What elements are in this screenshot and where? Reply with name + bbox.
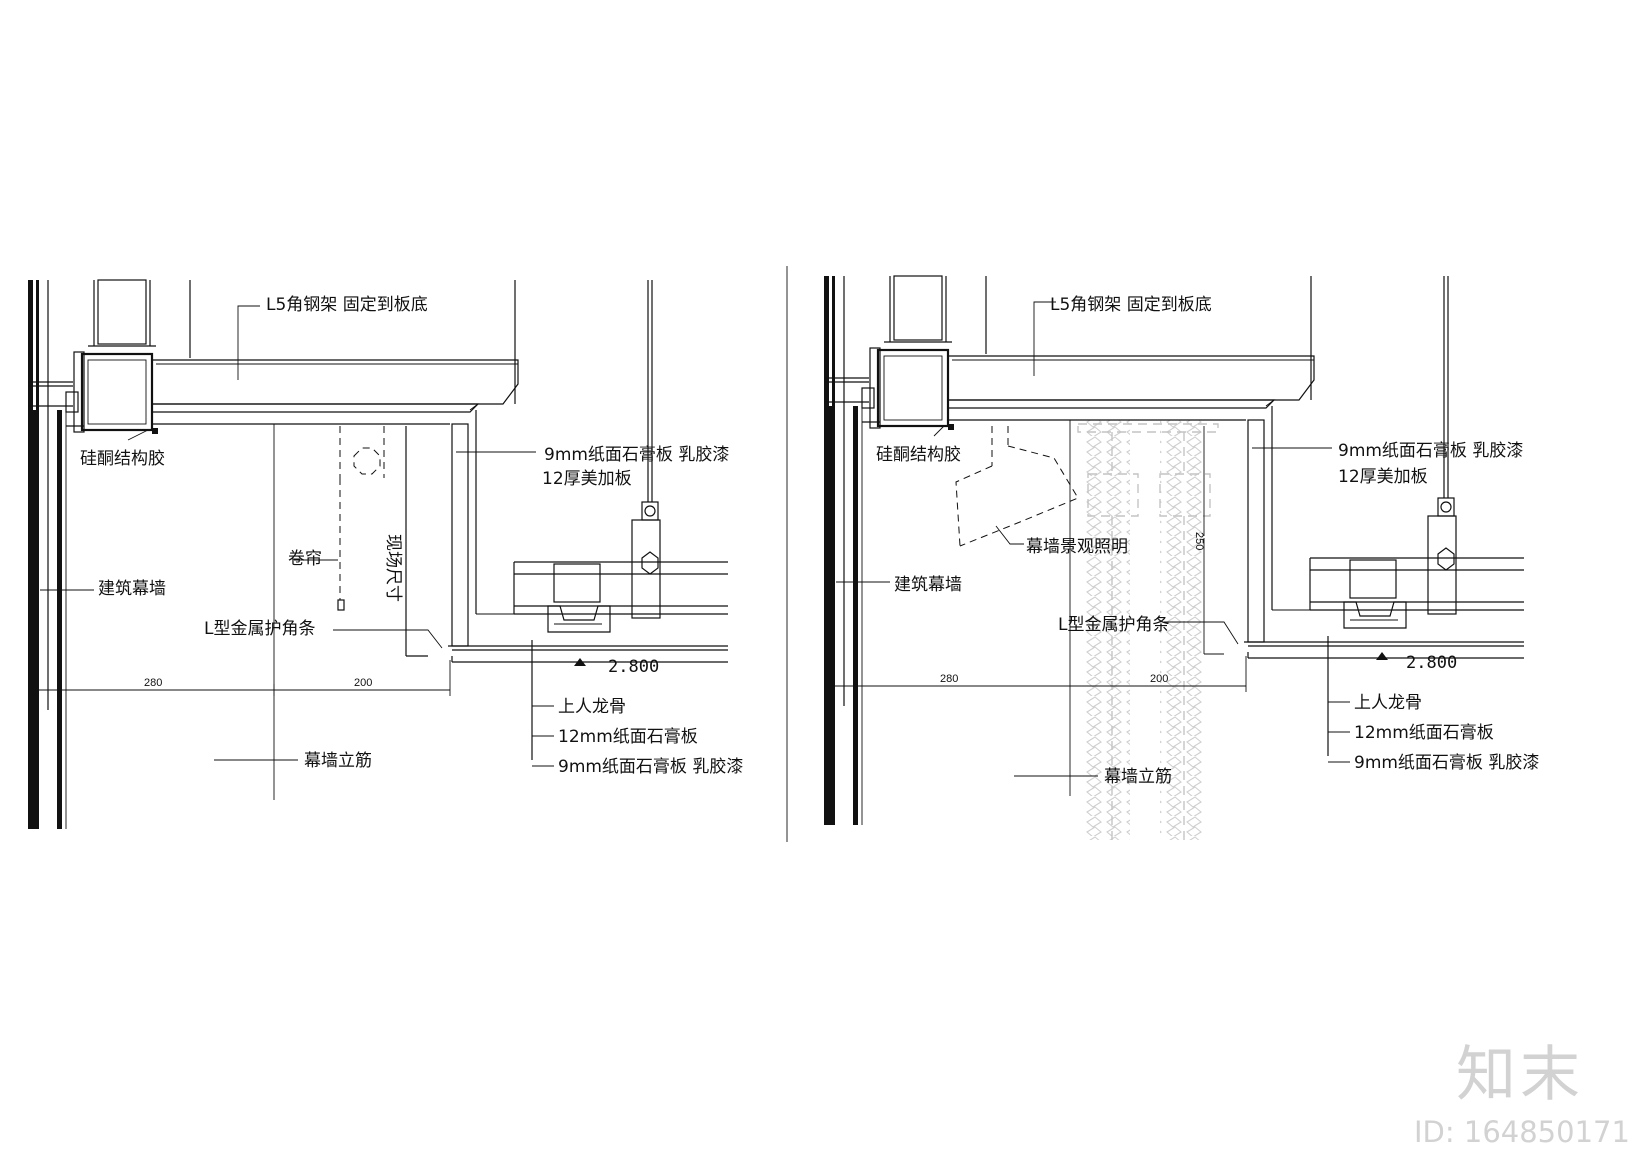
right-detail: L5角钢架 固定到板底 硅酮结构胶 9mm纸面石膏板 乳胶漆 12厚美加板 幕墙… <box>822 274 1539 840</box>
label-steel-frame: L5角钢架 固定到板底 <box>1050 295 1212 315</box>
label-gypsum-9b: 9mm纸面石膏板 乳胶漆 <box>558 756 743 777</box>
label-gypsum-9b: 9mm纸面石膏板 乳胶漆 <box>1354 752 1539 773</box>
label-blind: 卷帘 <box>288 549 322 569</box>
label-silicone: 硅酮结构胶 <box>876 445 961 465</box>
dim-200: 200 <box>354 677 372 689</box>
label-lighting: 幕墙景观照明 <box>1026 537 1128 557</box>
label-mullion: 幕墙立筋 <box>304 751 372 771</box>
label-gypsum-12: 12mm纸面石膏板 <box>1354 722 1494 743</box>
label-gypsum-12: 12mm纸面石膏板 <box>558 726 698 747</box>
label-mullion: 幕墙立筋 <box>1104 767 1172 787</box>
watermark-logo: 知末 <box>1456 1040 1584 1110</box>
label-gypsum-9: 9mm纸面石膏板 乳胶漆 <box>544 444 729 465</box>
dim-280: 280 <box>144 677 162 689</box>
dim-200: 200 <box>1150 673 1168 685</box>
dim-280: 280 <box>940 673 958 685</box>
label-elevation: 2.800 <box>608 657 659 677</box>
label-curtain-wall: 建筑幕墙 <box>98 579 166 599</box>
light-beam-1 <box>1086 420 1130 840</box>
label-keel: 上人龙骨 <box>558 697 626 717</box>
leader-steel-frame <box>237 305 260 380</box>
label-gypsum-9: 9mm纸面石膏板 乳胶漆 <box>1338 440 1523 461</box>
light-beam-2 <box>1160 420 1204 840</box>
label-board-12: 12厚美加板 <box>542 469 632 489</box>
label-board-12: 12厚美加板 <box>1338 467 1428 487</box>
label-corner-strip: L型金属护角条 <box>204 619 315 639</box>
label-silicone: 硅酮结构胶 <box>80 449 165 469</box>
dim-250: 250 <box>1193 532 1205 550</box>
label-corner-strip: L型金属护角条 <box>1058 615 1169 635</box>
label-curtain-wall: 建筑幕墙 <box>894 575 962 595</box>
left-detail: L5角钢架 固定到板底 硅酮结构胶 9mm纸面石膏板 乳胶漆 12厚美加板 卷帘… <box>26 278 743 831</box>
label-keel: 上人龙骨 <box>1354 693 1422 713</box>
label-elevation: 2.800 <box>1406 653 1457 673</box>
label-steel-frame: L5角钢架 固定到板底 <box>266 295 428 315</box>
label-site-dim: 现场尺寸 <box>383 534 403 602</box>
watermark-id: ID: 164850171 <box>1414 1115 1630 1149</box>
